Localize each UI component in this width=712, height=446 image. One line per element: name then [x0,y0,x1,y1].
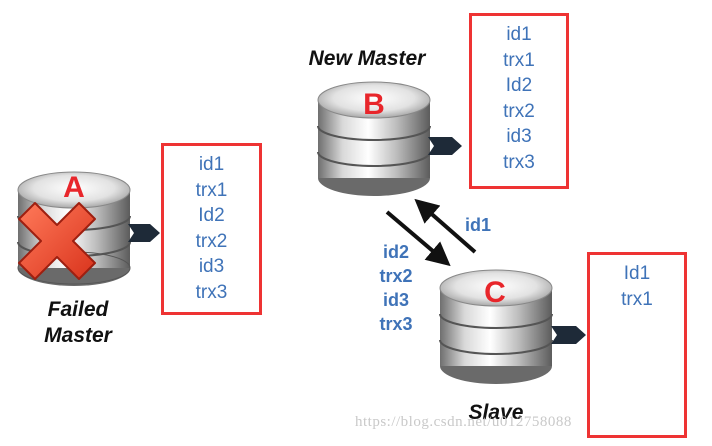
box-b-item: id1 [506,24,532,45]
arrow-labels-b-to-c: id2 trx2 id3 trx3 [364,240,428,336]
box-c-item: Id1 [623,263,651,284]
output-arrow-a-icon [128,224,160,242]
caption-failed-master: Failed Master [28,297,128,349]
output-arrow-c-icon [551,326,586,344]
box-a-item: trx2 [195,230,228,252]
caption-slave: Slave [468,401,524,424]
database-b-icon [317,81,431,196]
watermark-text: https://blog.csdn.net/u012758088 [355,414,572,430]
arrow-label-b-to-c-1: trx2 [379,266,413,286]
arrow-label-c-to-b: id1 [464,215,491,235]
box-b-item: trx3 [503,151,535,173]
arrow-c-to-b [414,198,477,254]
node-c-letter: C [484,276,506,309]
box-a-item: Id2 [198,205,225,226]
box-a-item: id3 [198,256,225,277]
caption-failed-master-line2: Master [44,324,112,347]
database-c-icon [439,269,553,384]
failed-x-icon [18,202,96,280]
box-a-item: trx3 [195,281,228,303]
output-arrow-b-icon [428,137,462,155]
box-a-item: trx1 [195,179,228,201]
box-c-item: trx1 [621,288,653,310]
caption-failed-master-line1: Failed [47,298,109,321]
box-c: Id1 trx1 [587,252,687,438]
arrow-label-b-to-c-3: trx3 [379,314,413,334]
box-a-item: id1 [198,154,225,175]
node-b-letter: B [363,88,385,121]
box-b-item: Id2 [505,75,533,96]
box-b-item: trx1 [503,49,535,71]
arrow-label-b-to-c-0: id2 [382,242,409,262]
node-a-letter: A [63,171,85,204]
arrow-label-b-to-c-2: id3 [382,290,409,310]
box-b-item: id3 [506,126,532,147]
caption-new-master: New Master [308,47,426,70]
box-b-item: trx2 [503,100,535,122]
arrow-b-to-c [385,210,451,267]
